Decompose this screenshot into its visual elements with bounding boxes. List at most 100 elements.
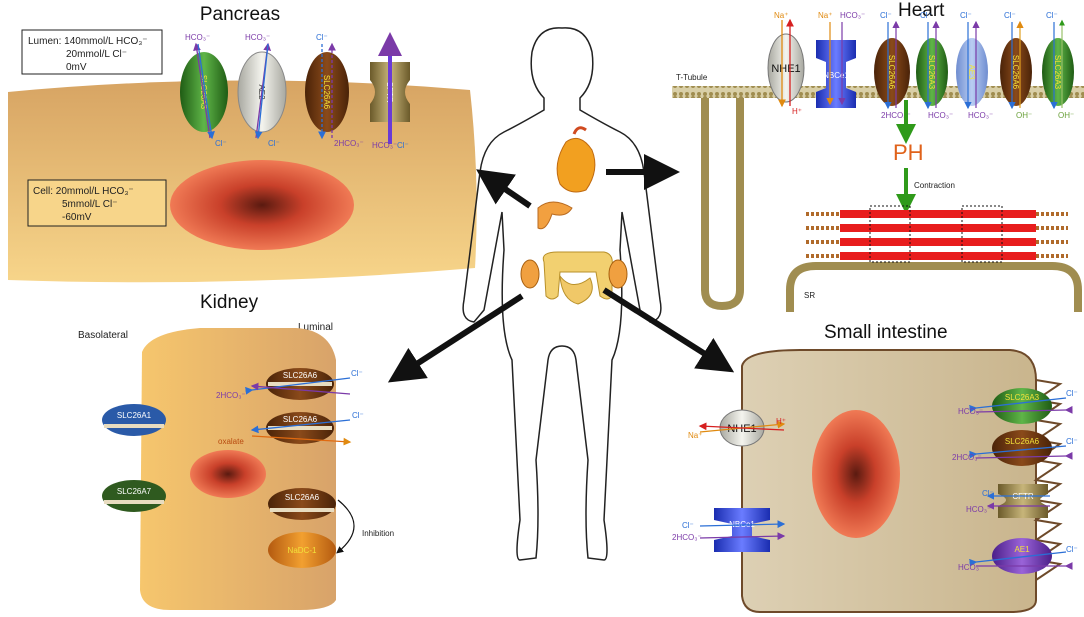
kidney-right-icon [608, 259, 628, 289]
svg-text:SLC26A6: SLC26A6 [283, 371, 318, 380]
transporter-heart-slc26a6-oh: SLC26A6 Cl⁻ OH⁻ [1000, 11, 1032, 120]
sr-membrane [786, 262, 1082, 312]
intestine-panel: Small intestine NHE1 Na⁺ H⁺ NBCe1 Cl⁻ 2H… [672, 322, 1078, 613]
svg-text:2HCO₃⁻: 2HCO₃⁻ [216, 391, 246, 400]
svg-text:SLC26A6: SLC26A6 [285, 493, 320, 502]
svg-text:2HCO₃⁻: 2HCO₃⁻ [672, 533, 702, 542]
svg-text:HCO₃⁻: HCO₃⁻ [840, 11, 865, 20]
transporter-slc26a3: SLC26A3 HCO₃⁻ Cl⁻ [180, 33, 228, 148]
svg-text:Cl⁻: Cl⁻ [682, 521, 694, 530]
sr-label: SR [804, 291, 815, 300]
svg-text:SLC26A6: SLC26A6 [322, 75, 331, 110]
transporter-heart-slc26a6: SLC26A6 Cl⁻ 2HCO₃⁻ [874, 11, 911, 120]
svg-text:Na⁺: Na⁺ [818, 11, 832, 20]
transporter-int-slc26a6: SLC26A6 Cl⁻ 2HCO₃⁻ [952, 430, 1078, 466]
intestine-title: Small intestine [824, 322, 948, 343]
transporter-heart-ae3: AE3 Cl⁻ HCO₃⁻ [956, 11, 993, 120]
svg-text:AE3: AE3 [967, 64, 976, 80]
microvilli-edge [1033, 379, 1063, 581]
svg-text:SLC26A6: SLC26A6 [283, 415, 318, 424]
sarcomere [806, 205, 1068, 263]
svg-text:Cl⁻: Cl⁻ [920, 11, 932, 20]
svg-text:SLC26A3: SLC26A3 [1053, 55, 1062, 90]
lumen-line-2: 20mmol/L Cl⁻ [66, 49, 127, 60]
t-tubule [701, 98, 744, 311]
heart-organ-icon [556, 126, 596, 193]
svg-text:AE1: AE1 [1014, 545, 1030, 554]
pancreas-title: Pancreas [200, 4, 280, 25]
svg-text:Cl⁻: Cl⁻ [397, 141, 409, 150]
svg-text:HCO₃⁻: HCO₃⁻ [968, 111, 993, 120]
transporter-kidney-slc26a1: SLC26A1 [102, 404, 166, 436]
svg-text:SLC26A6: SLC26A6 [1005, 437, 1040, 446]
svg-text:Na⁺: Na⁺ [688, 431, 702, 440]
arrow-to-intestine [602, 287, 735, 373]
svg-text:SLC26A6: SLC26A6 [1011, 55, 1020, 90]
transporter-heart-slc26a3-oh: SLC26A3 Cl⁻ OH⁻ [1042, 11, 1074, 120]
kidney-nucleus [190, 450, 266, 498]
arrow-to-pancreas [476, 169, 532, 209]
svg-text:Cl⁻: Cl⁻ [982, 489, 994, 498]
transporter-int-cftr: CFTR Cl⁻ HCO₃⁻ [966, 484, 1050, 518]
transporter-kidney-slc26a7: SLC26A7 [102, 480, 166, 512]
svg-text:NaDC-1: NaDC-1 [288, 546, 317, 555]
transporter-kidney-slc26a6-2: SLC26A6 Cl⁻ oxalate [218, 411, 364, 446]
svg-text:OH⁻: OH⁻ [1016, 111, 1032, 120]
svg-text:NHE1: NHE1 [727, 423, 756, 435]
transporter-int-ae1: AE1 Cl⁻ HCO₃⁻ [958, 538, 1078, 574]
cell-line-1: Cell: 20mmol/L HCO₃⁻ [33, 186, 134, 197]
svg-text:Cl⁻: Cl⁻ [1066, 389, 1078, 398]
svg-text:OH⁻: OH⁻ [1058, 111, 1074, 120]
svg-text:Cl⁻: Cl⁻ [880, 11, 892, 20]
lumen-line-3: 0mV [66, 62, 87, 73]
svg-text:Cl⁻: Cl⁻ [1046, 11, 1058, 20]
svg-text:Cl⁻: Cl⁻ [1004, 11, 1016, 20]
lumen-box [21, 29, 163, 75]
ph-label: PH [893, 140, 924, 165]
transporter-slc26a6: SLC26A6 Cl⁻ 2HCO₃⁻ [305, 33, 364, 148]
cl-label: Cl⁻ [215, 139, 227, 148]
svg-text:SLC26A7: SLC26A7 [117, 487, 152, 496]
transporter-nbce1-heart: NBCe1 Na⁺ HCO₃⁻ [816, 11, 865, 108]
svg-text:HCO₃⁻: HCO₃⁻ [245, 33, 270, 42]
svg-text:NHE1: NHE1 [771, 63, 800, 75]
t-tubule-label: T-Tubule [676, 73, 708, 82]
svg-text:HCO₃⁻: HCO₃⁻ [372, 141, 397, 150]
svg-text:Cl⁻: Cl⁻ [960, 11, 972, 20]
transporter-int-nhe1: NHE1 Na⁺ H⁺ [688, 409, 786, 447]
svg-text:NBCe1: NBCe1 [823, 71, 849, 80]
intestine-nucleus [812, 410, 900, 538]
svg-text:Cl⁻: Cl⁻ [316, 33, 328, 42]
basolateral-label: Basolateral [78, 330, 128, 341]
transporter-nhe1-heart: NHE1 Na⁺ H⁺ [767, 11, 805, 116]
transporter-int-nbce1: NBCe1 Cl⁻ 2HCO₃⁻ [672, 508, 786, 552]
cell-box [27, 179, 167, 227]
svg-text:SLC26A3: SLC26A3 [927, 55, 936, 90]
inhibition-label: Inhibition [362, 529, 394, 538]
pancreas-panel: Pancreas Lumen: 140mmol/L HCO₃⁻ 20mmol/L… [8, 4, 477, 283]
contraction-label: Contraction [914, 181, 955, 190]
human-body [462, 27, 662, 561]
transporter-int-slc26a3: SLC26A3 Cl⁻ HCO₃⁻ [958, 388, 1078, 424]
heart-panel: Heart T-Tubule SR NHE1 Na⁺ H⁺ NBCe1 Na⁺ … [672, 0, 1084, 312]
svg-text:Cl⁻: Cl⁻ [351, 369, 363, 378]
svg-text:SLC26A6: SLC26A6 [887, 55, 896, 90]
svg-text:Cl⁻: Cl⁻ [268, 139, 280, 148]
arrow-to-kidney [387, 293, 524, 383]
lumen-line-1: Lumen: 140mmol/L HCO₃⁻ [28, 36, 148, 47]
transporter-ae2: AE2 HCO₃⁻ Cl⁻ [237, 33, 287, 148]
body-outline [462, 27, 662, 561]
svg-text:H⁺: H⁺ [776, 417, 786, 426]
inhibition-arc [336, 499, 355, 554]
svg-text:2HCO₃⁻: 2HCO₃⁻ [334, 139, 364, 148]
transporter-cftr: CFTR HCO₃⁻ Cl⁻ [370, 32, 410, 150]
na-label: Na⁺ [774, 11, 788, 20]
h-label: H⁺ [792, 107, 802, 116]
svg-text:HCO₃⁻: HCO₃⁻ [928, 111, 953, 120]
svg-text:2HCO₃⁻: 2HCO₃⁻ [952, 453, 982, 462]
kidney-panel: Kidney Basolateral Luminal SLC26A6 Cl⁻ 2… [78, 292, 394, 610]
svg-text:Cl⁻: Cl⁻ [352, 411, 364, 420]
hco3-label: HCO₃⁻ [185, 33, 210, 42]
pancreas-organ-icon [537, 201, 573, 230]
